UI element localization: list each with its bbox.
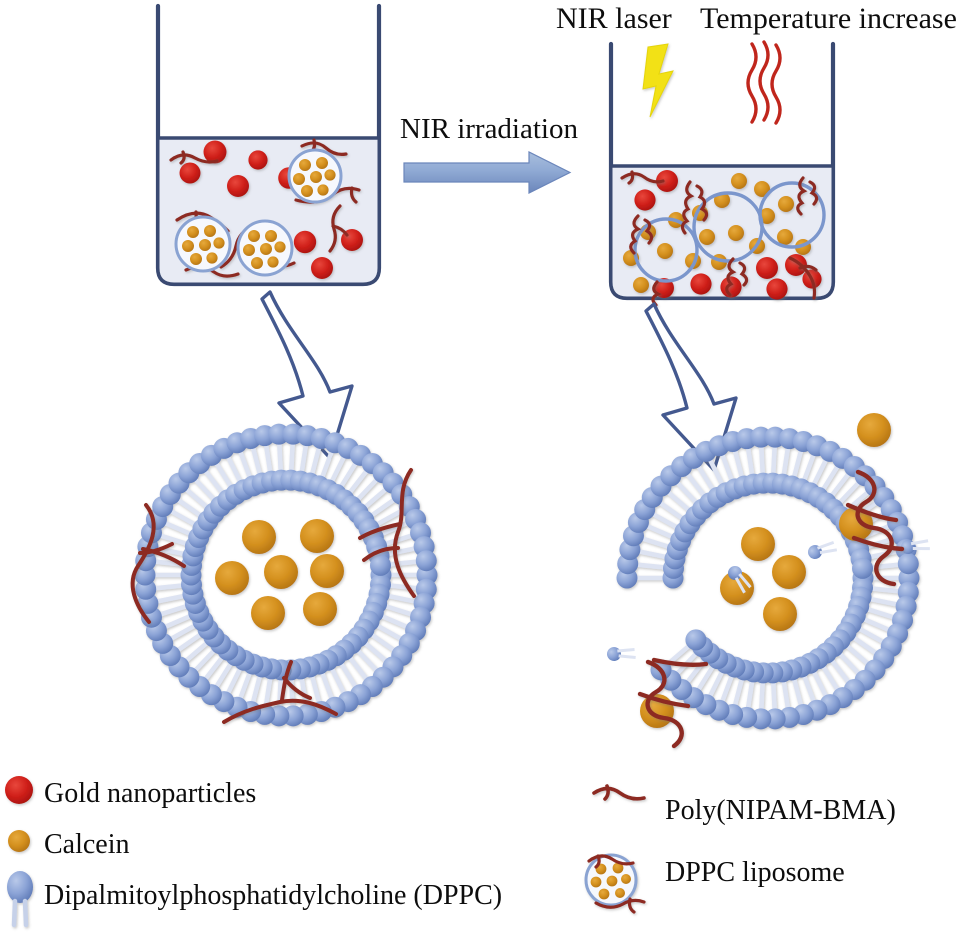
legend-label-liposome: DPPC liposome [665,857,845,888]
liposome-small [287,148,343,204]
nir-laser-label: NIR laser [556,2,672,35]
legend-icons [5,776,646,928]
liposome-small [236,219,294,277]
heat-waves-icon [746,40,782,125]
after-irradiation-beaker [608,40,836,307]
lipid-molecule-icon [7,871,33,928]
liposome-open [633,217,699,283]
before-irradiation-beaker [155,3,382,287]
legend-label-calcein: Calcein [44,829,130,860]
red-circle-icon [5,776,33,804]
liposome-icon [584,853,646,914]
legend-label-dppc: Dipalmitoylphosphatidylcholine (DPPC) [44,880,503,911]
temperature-increase-label: Temperature increase [700,2,957,35]
liposome-small [174,215,232,273]
nir-laser-bolt-icon [642,43,674,118]
polymer-chain-icon [592,784,646,801]
intact-liposome-closeup [130,423,438,727]
liposome-open [758,181,826,249]
nir-irradiation-label: NIR irradiation [400,113,578,145]
disrupted-liposome-closeup [607,413,930,749]
legend-label-gold-nanoparticles: Gold nanoparticles [44,778,257,809]
zoom-arrow-right [644,302,738,472]
released-calcein [839,507,873,541]
legend-label-polymer: Poly(NIPAM-BMA) [665,795,896,826]
orange-circle-icon [8,830,30,852]
nir-irradiation-arrow [403,151,572,194]
released-calcein [857,413,891,447]
free-lipid-group [607,539,930,661]
